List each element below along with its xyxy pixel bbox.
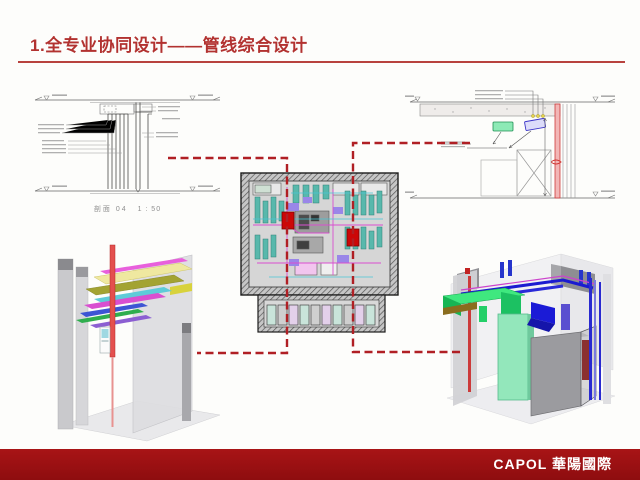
annotation-leaders-top bbox=[475, 90, 545, 118]
braced-door-panel bbox=[480, 149, 552, 197]
bim-corridor-graphic bbox=[57, 244, 221, 442]
pipe-break-symbol bbox=[550, 159, 562, 165]
floor-plan-graphic bbox=[240, 172, 399, 333]
green-duct-box bbox=[492, 121, 514, 132]
capol-logo: CAPOL 華陽國際 bbox=[493, 456, 612, 472]
bim-model-shaft-room bbox=[443, 248, 623, 443]
purple-pillar bbox=[561, 304, 570, 330]
bim-room-graphic bbox=[443, 253, 616, 425]
bim-model-corridor bbox=[42, 243, 222, 443]
equipment-box bbox=[530, 325, 597, 417]
footer-bar: CAPOL 華陽國際 bbox=[0, 449, 640, 480]
cad-section-drawing-right bbox=[405, 88, 620, 206]
cad-section-drawing-left bbox=[30, 88, 225, 213]
right-risers bbox=[589, 278, 601, 400]
section-caption-text: 剖面 04 bbox=[93, 206, 128, 213]
page-title: 1.全专业协同设计——管线综合设计 bbox=[30, 36, 308, 55]
cad-section-left-graphic bbox=[34, 94, 221, 194]
purple-device-box bbox=[524, 118, 547, 131]
wall-panel bbox=[99, 326, 111, 354]
section-cut-marker-1 bbox=[281, 211, 295, 230]
section-cut-marker-2 bbox=[346, 228, 360, 247]
section-scale-text: 1 : 50 bbox=[137, 206, 162, 213]
mint-duct bbox=[497, 313, 529, 401]
annotation-leaders bbox=[38, 106, 180, 154]
elevation-markers bbox=[43, 94, 213, 192]
title-divider bbox=[18, 61, 625, 63]
red-riser-pipe bbox=[554, 103, 561, 199]
cad-section-right-graphic bbox=[405, 90, 616, 199]
section-caption: 剖面 04 1 : 50 bbox=[30, 204, 225, 214]
blue-duct bbox=[531, 302, 555, 324]
mep-floor-plan bbox=[233, 167, 405, 337]
red-riser-pipe bbox=[109, 244, 116, 358]
